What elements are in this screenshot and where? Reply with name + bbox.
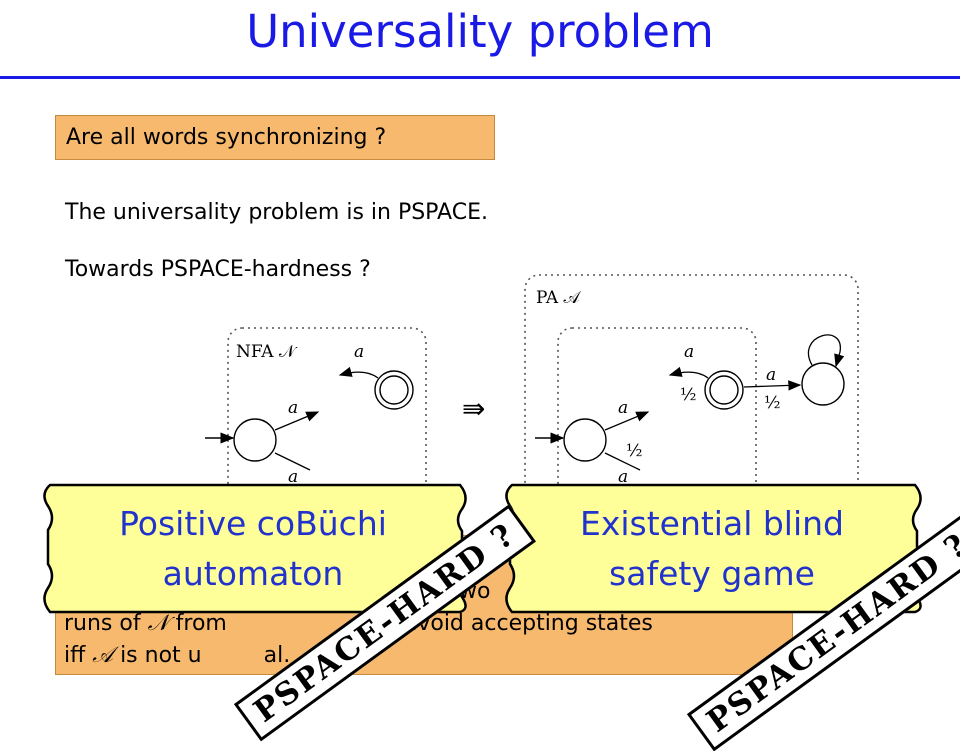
pa-symbol-inline: 𝒜 bbox=[92, 643, 114, 668]
scroll-right: Existential blind safety game bbox=[505, 483, 922, 614]
statement-text: The universality problem is in PSPACE. bbox=[65, 200, 488, 225]
pa-accept-edge-label: a bbox=[684, 342, 694, 362]
bottom-line-3-start: iff bbox=[64, 643, 93, 668]
scroll-left-line2: automaton bbox=[163, 554, 344, 593]
pa-initial-state bbox=[563, 418, 607, 462]
bottom-line-2-end: avoid accepting states bbox=[403, 611, 653, 636]
bottom-line-3: iff 𝒜 is not u al. bbox=[64, 640, 792, 672]
pa-edge-up-prob: ½ bbox=[626, 441, 642, 461]
pa-sink-self-loop bbox=[807, 334, 845, 368]
pa-accept-edge bbox=[668, 366, 709, 379]
nfa-accept-edge bbox=[338, 366, 379, 379]
pa-edge-up bbox=[604, 411, 650, 431]
pa-accept-edge-prob: ½ bbox=[680, 385, 696, 405]
pa-label: PA 𝒜 bbox=[536, 288, 582, 308]
pa-sink-state bbox=[801, 362, 845, 406]
nfa-accept-edge-label: a bbox=[354, 342, 364, 362]
pa-accepting-state bbox=[704, 370, 744, 410]
question-box: Are all words synchronizing ? bbox=[55, 115, 495, 160]
nfa-edge-down bbox=[274, 452, 311, 471]
implies-symbol: ⇛ bbox=[462, 392, 485, 425]
bottom-line-2: runs of 𝒩 from avoid accepting states bbox=[64, 608, 792, 640]
pa-edge-down bbox=[604, 452, 641, 471]
bottom-line-3-end: al. bbox=[263, 643, 291, 668]
pa-edge-down-label: a bbox=[618, 467, 628, 487]
pa-sink-edge-prob: ½ bbox=[764, 393, 780, 413]
scroll-left: Positive coBüchi automaton bbox=[43, 483, 467, 614]
scroll-right-line1: Existential blind bbox=[580, 504, 844, 543]
scroll-left-line1: Positive coBüchi bbox=[119, 504, 387, 543]
nfa-label: NFA 𝒩 bbox=[236, 342, 298, 362]
slide-title: Universality problem bbox=[246, 5, 714, 58]
nfa-box bbox=[227, 327, 427, 519]
nfa-edge-up bbox=[274, 411, 320, 431]
nfa-edge-up-label: a bbox=[288, 398, 298, 418]
bottom-line-3-mid: is not u bbox=[113, 643, 202, 668]
pa-sink-edge-label: a bbox=[766, 365, 776, 385]
diagram-canvas: NFA 𝒩 a a a ⇛ PA 𝒜 a ½ a a ½ a ½ Positiv… bbox=[43, 274, 922, 614]
nfa-initial-state bbox=[233, 418, 277, 462]
pa-inner-box bbox=[557, 327, 757, 519]
nfa-symbol-inline: 𝒩 bbox=[147, 611, 169, 636]
bottom-line-2-mid: from bbox=[168, 611, 234, 636]
nfa-accepting-state bbox=[374, 370, 414, 410]
nfa-edge-down-label: a bbox=[288, 467, 298, 487]
pa-edge-up-label: a bbox=[618, 398, 628, 418]
title-rule bbox=[0, 76, 960, 79]
pa-sink-edge bbox=[743, 380, 802, 391]
bottom-line-2-start: runs of bbox=[64, 611, 148, 636]
scroll-right-line2: safety game bbox=[609, 554, 815, 593]
towards-text: Towards PSPACE-hardness ? bbox=[65, 257, 371, 282]
